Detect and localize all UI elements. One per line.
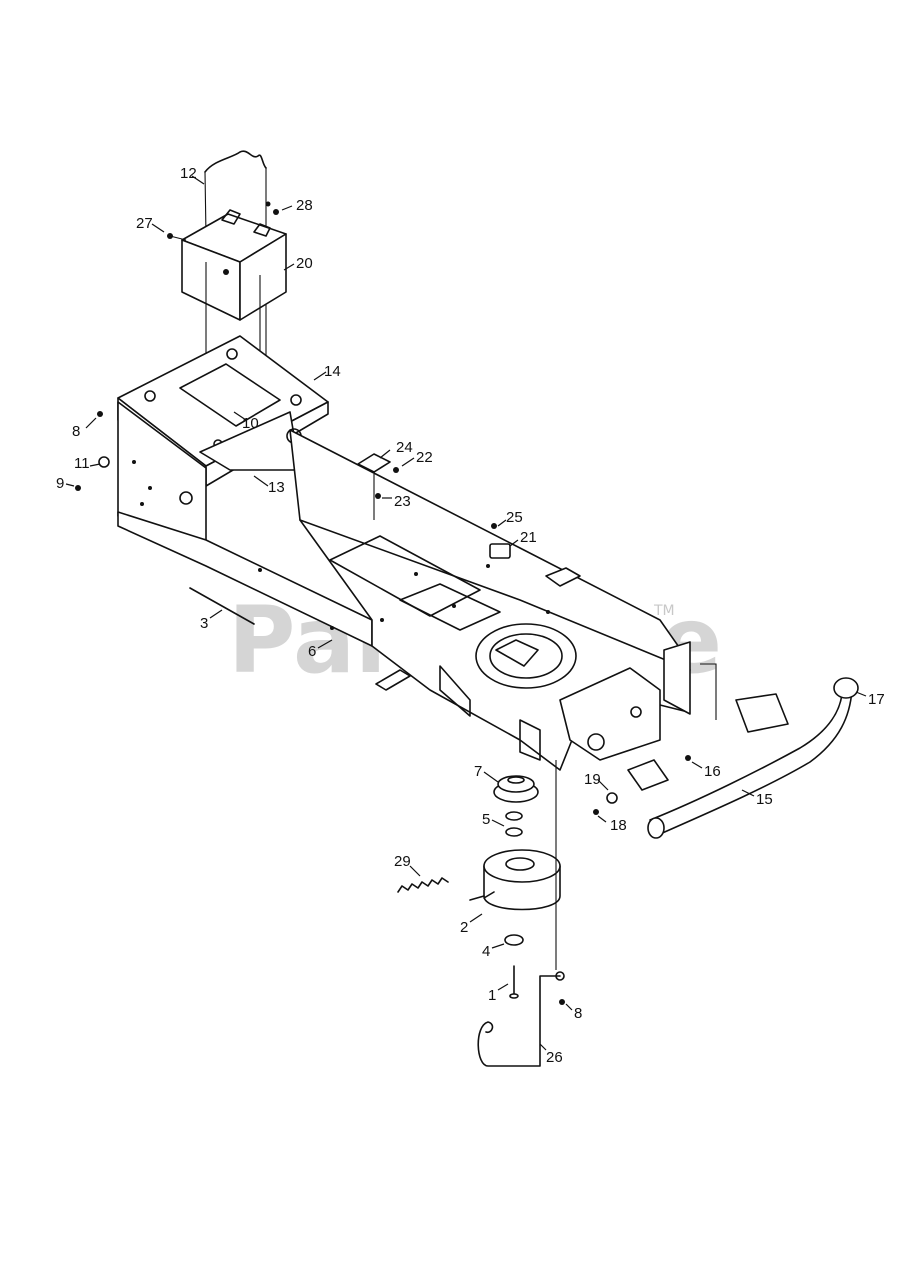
clutch-2 <box>469 849 561 911</box>
rod-3 <box>189 587 255 625</box>
front-axle <box>593 663 859 839</box>
bolt-27 <box>167 233 187 241</box>
callout-7: 7 <box>474 763 482 780</box>
nut-28 <box>265 201 279 215</box>
watermark-trademark: TM <box>653 603 675 619</box>
callout-5: 5 <box>482 811 490 828</box>
callout-4: 4 <box>482 943 490 960</box>
callout-15: 15 <box>756 791 773 808</box>
callout-2: 2 <box>460 919 468 936</box>
main-frame <box>117 429 691 771</box>
callout-9: 9 <box>56 475 64 492</box>
washer-4 <box>504 934 524 946</box>
callout-12: 12 <box>180 165 197 182</box>
callout-1: 1 <box>488 987 496 1004</box>
leader-lines <box>65 175 867 1051</box>
switch-bracket <box>357 453 399 520</box>
callout-13: 13 <box>268 479 285 496</box>
callout-18: 18 <box>610 817 627 834</box>
callout-17: 17 <box>868 691 885 708</box>
callout-23: 23 <box>394 493 411 510</box>
callout-27: 27 <box>136 215 153 232</box>
callout-labels: 12 27 28 20 14 8 10 11 9 13 24 22 23 25 … <box>56 165 885 1066</box>
callout-8-lower: 8 <box>574 1005 582 1022</box>
callout-19: 19 <box>584 771 601 788</box>
callout-25: 25 <box>506 509 523 526</box>
callout-20: 20 <box>296 255 313 272</box>
callout-22: 22 <box>416 449 433 466</box>
spacers-5 <box>505 811 523 837</box>
callout-28: 28 <box>296 197 313 214</box>
bolt-1 <box>509 965 519 999</box>
connector-21 <box>489 523 511 559</box>
callout-8-upper: 8 <box>72 423 80 440</box>
brake-rod-26 <box>477 760 565 1067</box>
callout-21: 21 <box>520 529 537 546</box>
callout-26: 26 <box>546 1049 563 1066</box>
callout-10: 10 <box>242 415 259 432</box>
spring-29 <box>397 877 449 893</box>
upper-hardware <box>75 411 110 491</box>
pulley-7 <box>493 775 539 803</box>
battery <box>181 209 287 420</box>
callout-16: 16 <box>704 763 721 780</box>
callout-29: 29 <box>394 853 411 870</box>
callout-3: 3 <box>200 615 208 632</box>
callout-11: 11 <box>74 455 90 472</box>
callout-14: 14 <box>324 363 341 380</box>
callout-24: 24 <box>396 439 413 456</box>
callout-6: 6 <box>308 643 316 660</box>
